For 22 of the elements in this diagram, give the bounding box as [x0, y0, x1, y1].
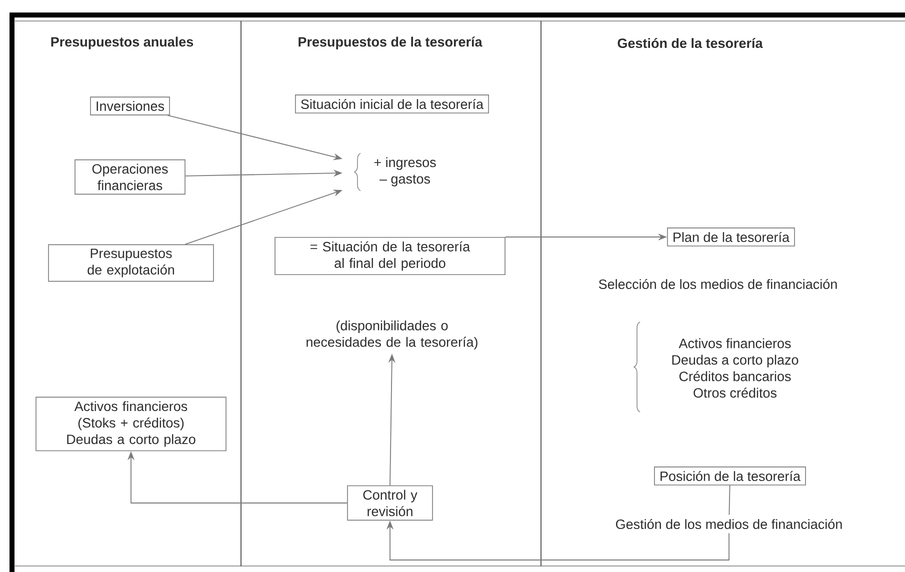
item-list: Activos financieros Deudas a corto plazo Créditos bancarios Otros créditos: [672, 338, 798, 398]
process-box: Posición de la tesorería: [654, 466, 806, 486]
process-box: Situación inicial de la tesorería: [295, 94, 489, 114]
note-text: Selección de los medios de financiación: [598, 278, 837, 290]
process-box: Inversiones: [90, 96, 170, 116]
process-box: Activos financieros (Stoks + créditos) Deudas a corto plazo: [36, 396, 226, 452]
label: Otros créditos: [694, 388, 777, 398]
column-header: Presupuestos anuales: [51, 36, 194, 50]
label: Créditos bancarios: [679, 371, 791, 382]
process-box: Operaciones financieras: [74, 159, 186, 195]
formula-text: + ingresos – gastos: [374, 157, 436, 186]
note-text: (disponibilidades o necesidades de la tesorería): [306, 320, 478, 350]
label: Deudas a corto plazo: [672, 354, 798, 368]
label: Activos financieros: [678, 338, 791, 348]
process-box: Presupuestos de explotación: [48, 244, 214, 282]
column-header: Gestión de la tesorería: [618, 38, 763, 48]
column-header: Presupuestos de la tesorería: [298, 36, 482, 50]
connector-line: [728, 484, 730, 516]
note-text: Gestión de los medios de financiación: [616, 518, 842, 530]
process-box: Plan de la tesorería: [667, 228, 795, 246]
process-box: = Situación de la tesorería al final del periodo: [274, 236, 506, 276]
process-box: Control y revisión: [347, 485, 433, 521]
